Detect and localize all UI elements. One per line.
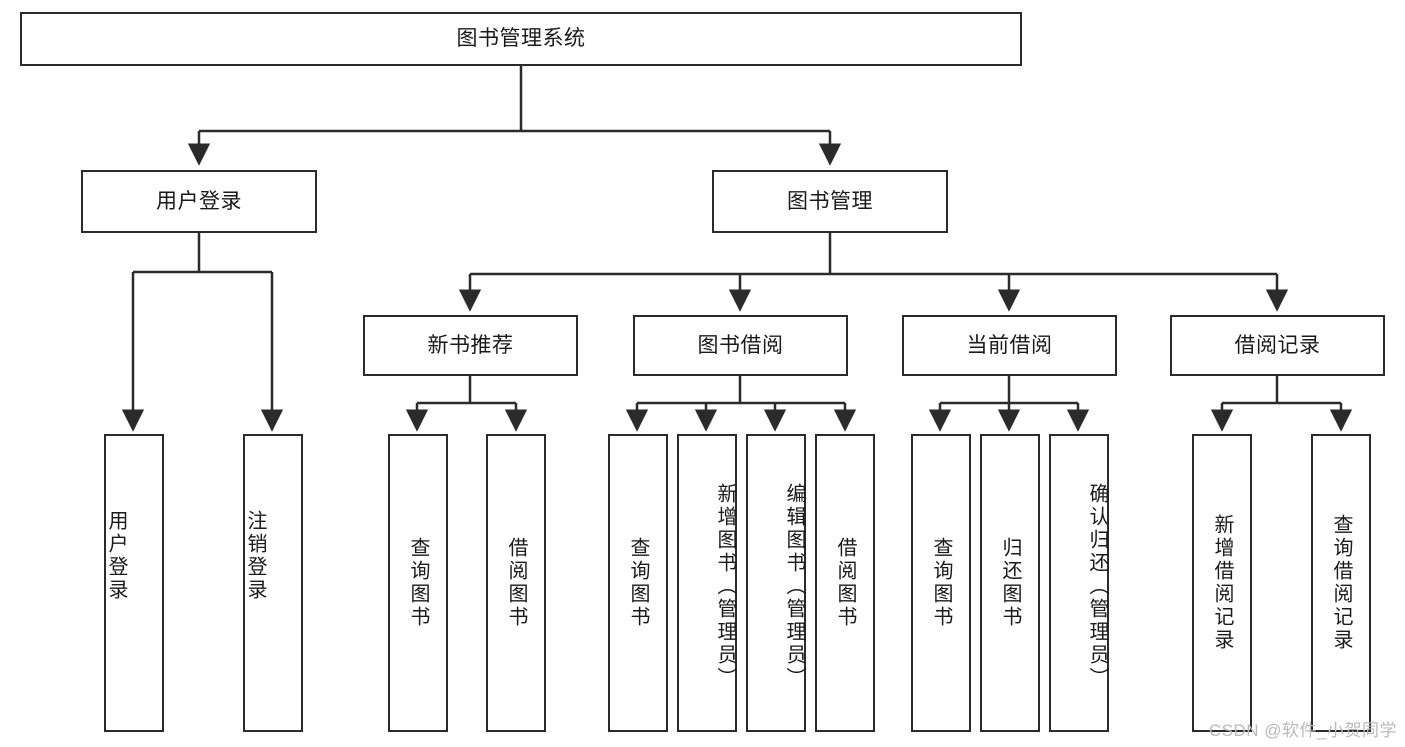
node-leaf-edit-book-label: 编辑图书（管理员）: [783, 482, 805, 690]
node-leaf-query-book-1[interactable]: 查询图书: [388, 434, 448, 732]
node-leaf-logout-label: 注销登录: [244, 510, 266, 602]
node-root-label: 图书管理系统: [456, 27, 586, 51]
node-current-borrow-label: 当前借阅: [966, 333, 1053, 357]
node-leaf-query-book-3-label: 查询图书: [930, 537, 952, 629]
node-borrow-record[interactable]: 借阅记录: [1170, 315, 1385, 376]
node-new-book-recommend-label: 新书推荐: [427, 333, 514, 357]
node-leaf-query-borrow-record[interactable]: 查询借阅记录: [1311, 434, 1371, 732]
node-leaf-query-book-2[interactable]: 查询图书: [608, 434, 668, 732]
node-borrow-record-label: 借阅记录: [1234, 333, 1321, 357]
node-leaf-query-borrow-record-label: 查询借阅记录: [1330, 514, 1352, 652]
node-leaf-query-book-1-label: 查询图书: [407, 537, 429, 629]
node-leaf-logout[interactable]: 注销登录: [243, 434, 303, 732]
node-leaf-return-book[interactable]: 归还图书: [980, 434, 1040, 732]
node-new-book-recommend[interactable]: 新书推荐: [363, 315, 578, 376]
node-leaf-add-borrow-record-label: 新增借阅记录: [1211, 514, 1233, 652]
node-leaf-borrow-book-1-label: 借阅图书: [505, 537, 527, 629]
node-leaf-confirm-return[interactable]: 确认归还（管理员）: [1049, 434, 1109, 732]
node-leaf-user-login[interactable]: 用户登录: [104, 434, 164, 732]
node-leaf-user-login-label: 用户登录: [105, 510, 127, 602]
node-leaf-borrow-book-1[interactable]: 借阅图书: [486, 434, 546, 732]
node-leaf-query-book-3[interactable]: 查询图书: [911, 434, 971, 732]
watermark-text: CSDN @软件_小贺同学: [1208, 721, 1397, 740]
node-leaf-query-book-2-label: 查询图书: [627, 537, 649, 629]
node-user-login[interactable]: 用户登录: [81, 170, 317, 233]
node-book-management[interactable]: 图书管理: [712, 170, 948, 233]
node-root[interactable]: 图书管理系统: [20, 12, 1022, 66]
node-book-borrow-label: 图书借阅: [697, 333, 784, 357]
node-book-management-label: 图书管理: [787, 189, 873, 213]
node-leaf-add-book[interactable]: 新增图书（管理员）: [677, 434, 737, 732]
node-leaf-borrow-book-2-label: 借阅图书: [834, 537, 856, 629]
node-leaf-add-borrow-record[interactable]: 新增借阅记录: [1192, 434, 1252, 732]
node-book-borrow[interactable]: 图书借阅: [633, 315, 848, 376]
node-leaf-return-book-label: 归还图书: [999, 537, 1021, 629]
node-leaf-confirm-return-label: 确认归还（管理员）: [1086, 482, 1108, 690]
node-leaf-borrow-book-2[interactable]: 借阅图书: [815, 434, 875, 732]
node-leaf-add-book-label: 新增图书（管理员）: [714, 482, 736, 690]
node-user-login-label: 用户登录: [156, 189, 242, 213]
node-current-borrow[interactable]: 当前借阅: [902, 315, 1117, 376]
node-leaf-edit-book[interactable]: 编辑图书（管理员）: [746, 434, 806, 732]
